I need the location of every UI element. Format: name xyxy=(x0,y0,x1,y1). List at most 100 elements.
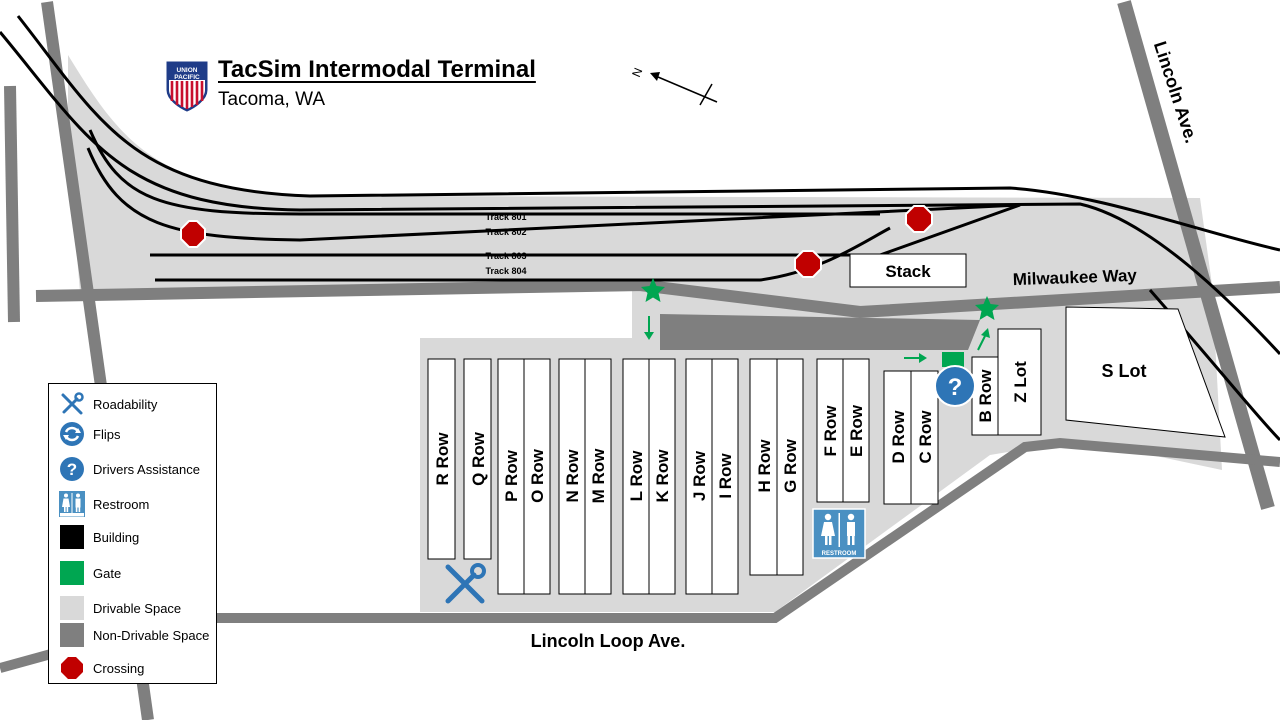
row-label: H Row xyxy=(755,439,774,493)
non-drivable-median xyxy=(660,314,980,350)
row-block-f xyxy=(816,358,844,503)
stack-block xyxy=(849,253,967,288)
svg-text:?: ? xyxy=(67,460,77,479)
track-803-label: Track 803 xyxy=(485,251,526,261)
question-icon: ? xyxy=(59,456,85,482)
north-label: N xyxy=(629,66,645,79)
row-label: F Row xyxy=(821,405,840,457)
lincoln-ave-road xyxy=(1117,0,1275,510)
crossings xyxy=(180,205,933,278)
page-title: TacSim Intermodal Terminal xyxy=(218,56,536,83)
row-block-g xyxy=(776,358,804,576)
legend-label: Building xyxy=(93,529,140,545)
crossing-icon xyxy=(180,220,206,248)
s-lot-label: S Lot xyxy=(1102,361,1147,381)
svg-text:UNION: UNION xyxy=(177,67,198,74)
row-label: C Row xyxy=(916,410,935,464)
row-block-l xyxy=(622,358,650,595)
row-label: D Row xyxy=(889,410,908,464)
gate-star-east xyxy=(975,296,999,320)
restroom-map-text: RESTROOM xyxy=(822,551,857,557)
gate-star-north xyxy=(641,278,665,302)
legend-item-drivable: Drivable Space xyxy=(59,595,215,621)
legend-item-roadability: Roadability xyxy=(59,391,215,417)
legend-item-non-drivable: Non-Drivable Space xyxy=(59,622,215,648)
flip-arrows-icon xyxy=(59,421,85,447)
map-legend: Roadability Flips ? Drivers xyxy=(48,383,217,684)
row-label: O Row xyxy=(528,448,547,503)
union-pacific-logo: UNION PACIFIC xyxy=(166,61,208,112)
row-label: N Row xyxy=(563,449,582,503)
row-label: I Row xyxy=(716,453,735,499)
row-label: L Row xyxy=(627,450,646,501)
crossing-icon xyxy=(905,205,933,233)
row-block-e xyxy=(842,358,870,503)
row-block-b xyxy=(971,356,999,436)
building-swatch xyxy=(60,525,84,549)
drivers-assistance-marker: ? xyxy=(934,365,976,407)
s-lot-block xyxy=(1065,306,1226,438)
row-block-m xyxy=(584,358,612,595)
crossing-icon xyxy=(794,250,822,278)
row-block-j xyxy=(685,358,713,595)
track-802-label: Track 802 xyxy=(485,227,526,237)
traffic-arrows xyxy=(644,316,990,363)
crossing-icon xyxy=(59,655,85,681)
stack-label: Stack xyxy=(885,262,931,281)
row-block-d xyxy=(883,370,912,505)
legend-item-drivers-assistance: ? Drivers Assistance xyxy=(59,456,215,482)
row-block-h xyxy=(749,358,778,576)
legend-label: Crossing xyxy=(93,660,145,676)
row-block-i xyxy=(711,358,739,595)
legend-item-building: Building xyxy=(59,524,215,550)
legend-label: Roadability xyxy=(93,396,158,412)
track-801-label: Track 801 xyxy=(485,212,526,222)
non-drivable-swatch xyxy=(60,623,84,647)
row-block-r xyxy=(427,358,456,560)
legend-item-restroom: Restroom xyxy=(59,491,215,517)
legend-label: Non-Drivable Space xyxy=(93,627,210,643)
svg-text:PACIFIC: PACIFIC xyxy=(174,74,200,81)
restroom-marker: RESTROOM xyxy=(812,508,866,559)
legend-item-crossing: Crossing xyxy=(59,655,215,681)
row-label: J Row xyxy=(690,450,709,501)
legend-label: Gate xyxy=(93,565,122,581)
legend-label: Restroom xyxy=(93,496,150,512)
row-label: Q Row xyxy=(469,431,488,486)
milwaukee-way-label: Milwaukee Way xyxy=(1012,266,1137,289)
roadability-marker xyxy=(445,563,486,604)
gate-swatch xyxy=(60,561,84,585)
row-block-p xyxy=(497,358,525,595)
row-label: K Row xyxy=(653,449,672,503)
track-804-label: Track 804 xyxy=(485,266,526,276)
gate-square xyxy=(942,352,964,367)
row-block-c xyxy=(910,370,939,505)
restroom-icon xyxy=(59,491,85,517)
row-block-k xyxy=(648,358,676,595)
z-lot-label: Z Lot xyxy=(1011,361,1030,403)
legend-label: Drivable Space xyxy=(93,600,182,616)
milwaukee-way-road xyxy=(35,278,1280,319)
north-arrow: N xyxy=(629,66,718,106)
drivable-swatch xyxy=(60,596,84,620)
legend-label: Drivers Assistance xyxy=(93,461,200,477)
row-label: R Row xyxy=(433,432,452,486)
row-label: P Row xyxy=(502,449,521,501)
z-lot-block xyxy=(997,328,1042,436)
page-subtitle: Tacoma, WA xyxy=(218,89,325,110)
legend-item-flips: Flips xyxy=(59,421,215,447)
legend-item-gate: Gate xyxy=(59,560,215,586)
parking-rows xyxy=(427,356,999,595)
row-label: G Row xyxy=(781,438,800,493)
svg-text:?: ? xyxy=(948,374,963,401)
road-west-short xyxy=(4,85,20,323)
row-block-q xyxy=(463,358,492,560)
lincoln-loop-label: Lincoln Loop Ave. xyxy=(531,631,686,651)
legend-label: Flips xyxy=(93,426,121,442)
wrench-screwdriver-icon xyxy=(59,391,85,417)
row-block-o xyxy=(523,358,551,595)
row-label: B Row xyxy=(976,369,995,423)
row-label: E Row xyxy=(847,404,866,457)
